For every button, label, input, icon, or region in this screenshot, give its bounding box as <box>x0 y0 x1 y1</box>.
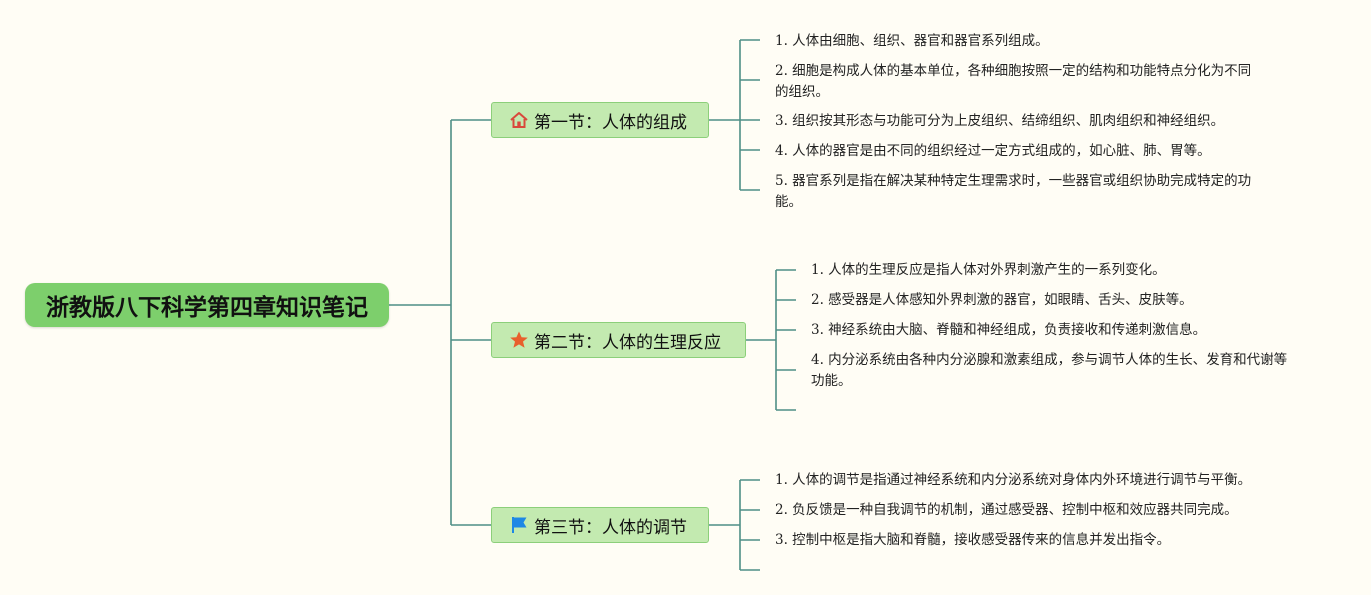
note-1-4[interactable]: 4. 人体的器官是由不同的组织经过一定方式组成的，如心脏、肺、胃等。 <box>775 143 1211 159</box>
note-2-3[interactable]: 3. 神经系统由大脑、脊髓和神经组成，负责接收和传递刺激信息。 <box>811 322 1207 338</box>
section-2-topic[interactable]: 第二节：人体的生理反应 <box>491 322 746 358</box>
note-2-4[interactable]: 4. 内分泌系统由各种内分泌腺和激素组成，参与调节人体的生长、发育和代谢等功能。 <box>811 352 1288 389</box>
section-3-label: 第三节：人体的调节 <box>534 517 687 538</box>
note-1-5[interactable]: 5. 器官系列是指在解决某种特定生理需求时，一些器官或组织协助完成特定的功能。 <box>775 173 1252 210</box>
section-1-label: 第一节：人体的组成 <box>534 112 687 133</box>
note-3-3[interactable]: 3. 控制中枢是指大脑和脊髓，接收感受器传来的信息并发出指令。 <box>775 532 1171 548</box>
root-topic[interactable]: 浙教版八下科学第四章知识笔记 <box>25 283 389 327</box>
note-3-2[interactable]: 2. 负反馈是一种自我调节的机制，通过感受器、控制中枢和效应器共同完成。 <box>775 502 1238 518</box>
section-3-topic[interactable]: 第三节：人体的调节 <box>491 507 709 543</box>
section-1-topic[interactable]: 第一节：人体的组成 <box>491 102 709 138</box>
root-topic-label: 浙教版八下科学第四章知识笔记 <box>46 295 368 321</box>
home-icon <box>508 109 530 131</box>
section-2-label: 第二节：人体的生理反应 <box>534 332 721 353</box>
note-1-1[interactable]: 1. 人体由细胞、组织、器官和器官系列组成。 <box>775 33 1049 49</box>
note-1-3[interactable]: 3. 组织按其形态与功能可分为上皮组织、结缔组织、肌肉组织和神经组织。 <box>775 113 1225 129</box>
note-2-2[interactable]: 2. 感受器是人体感知外界刺激的器官，如眼睛、舌头、皮肤等。 <box>811 292 1193 308</box>
note-3-1[interactable]: 1. 人体的调节是指通过神经系统和内分泌系统对身体内外环境进行调节与平衡。 <box>775 472 1252 488</box>
flag-icon <box>508 514 530 536</box>
note-2-1[interactable]: 1. 人体的生理反应是指人体对外界刺激产生的一系列变化。 <box>811 262 1166 278</box>
note-1-2[interactable]: 2. 细胞是构成人体的基本单位，各种细胞按照一定的结构和功能特点分化为不同的组织… <box>775 63 1252 100</box>
star-icon <box>508 329 530 351</box>
